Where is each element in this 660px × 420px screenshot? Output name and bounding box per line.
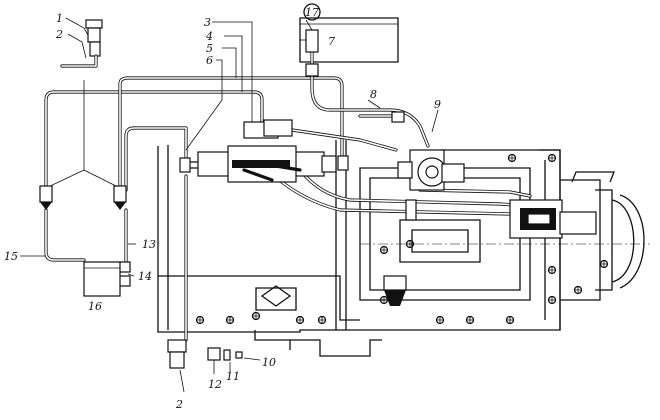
label-9: 9 [434,98,441,111]
bolt-cross [318,316,326,324]
bolt-cross [406,240,414,248]
bolt-cross [548,154,556,162]
bolt-cross [380,296,388,304]
top-left-tap [60,19,103,68]
bolt-cross [380,246,388,254]
label-7: 7 [328,35,335,48]
leader-lines [20,17,439,393]
valve-9 [397,149,465,191]
label-14: 14 [138,270,152,283]
pump-assembly [179,119,337,183]
bolt-cross [508,154,516,162]
label-13: 13 [142,238,156,251]
bolt-cross [196,316,204,324]
label-17: 17 [305,6,319,19]
label-6: 6 [206,54,213,67]
callout-labels: 1 2 3 4 5 6 17 7 8 9 13 14 15 16 2 12 11… [4,3,441,411]
label-2-bottom: 2 [175,398,183,411]
label-4: 4 [205,30,213,43]
bolt-cross [466,316,474,324]
label-12: 12 [208,378,222,391]
block-bolts [195,153,609,325]
bolt-cross [252,312,260,320]
lower-parts [167,275,407,369]
label-11: 11 [226,370,240,383]
bolt-cross [436,316,444,324]
bolt-cross [226,316,234,324]
instrument-panel [299,17,399,63]
bolt-cross [574,286,582,294]
filter-16 [83,261,121,297]
fittings [39,29,405,287]
bolt-cross [548,296,556,304]
coupling-cylinder [405,199,597,239]
label-15: 15 [4,250,18,263]
label-10: 10 [262,356,276,369]
label-8: 8 [370,88,377,101]
bolt-cross [600,260,608,268]
bolt-cross [548,266,556,274]
label-16: 16 [88,300,102,313]
bolt-cross [506,316,514,324]
label-5: 5 [206,42,213,55]
label-2-top: 2 [55,28,63,41]
label-3: 3 [204,16,211,29]
bolt-cross [296,316,304,324]
label-1: 1 [56,12,63,25]
